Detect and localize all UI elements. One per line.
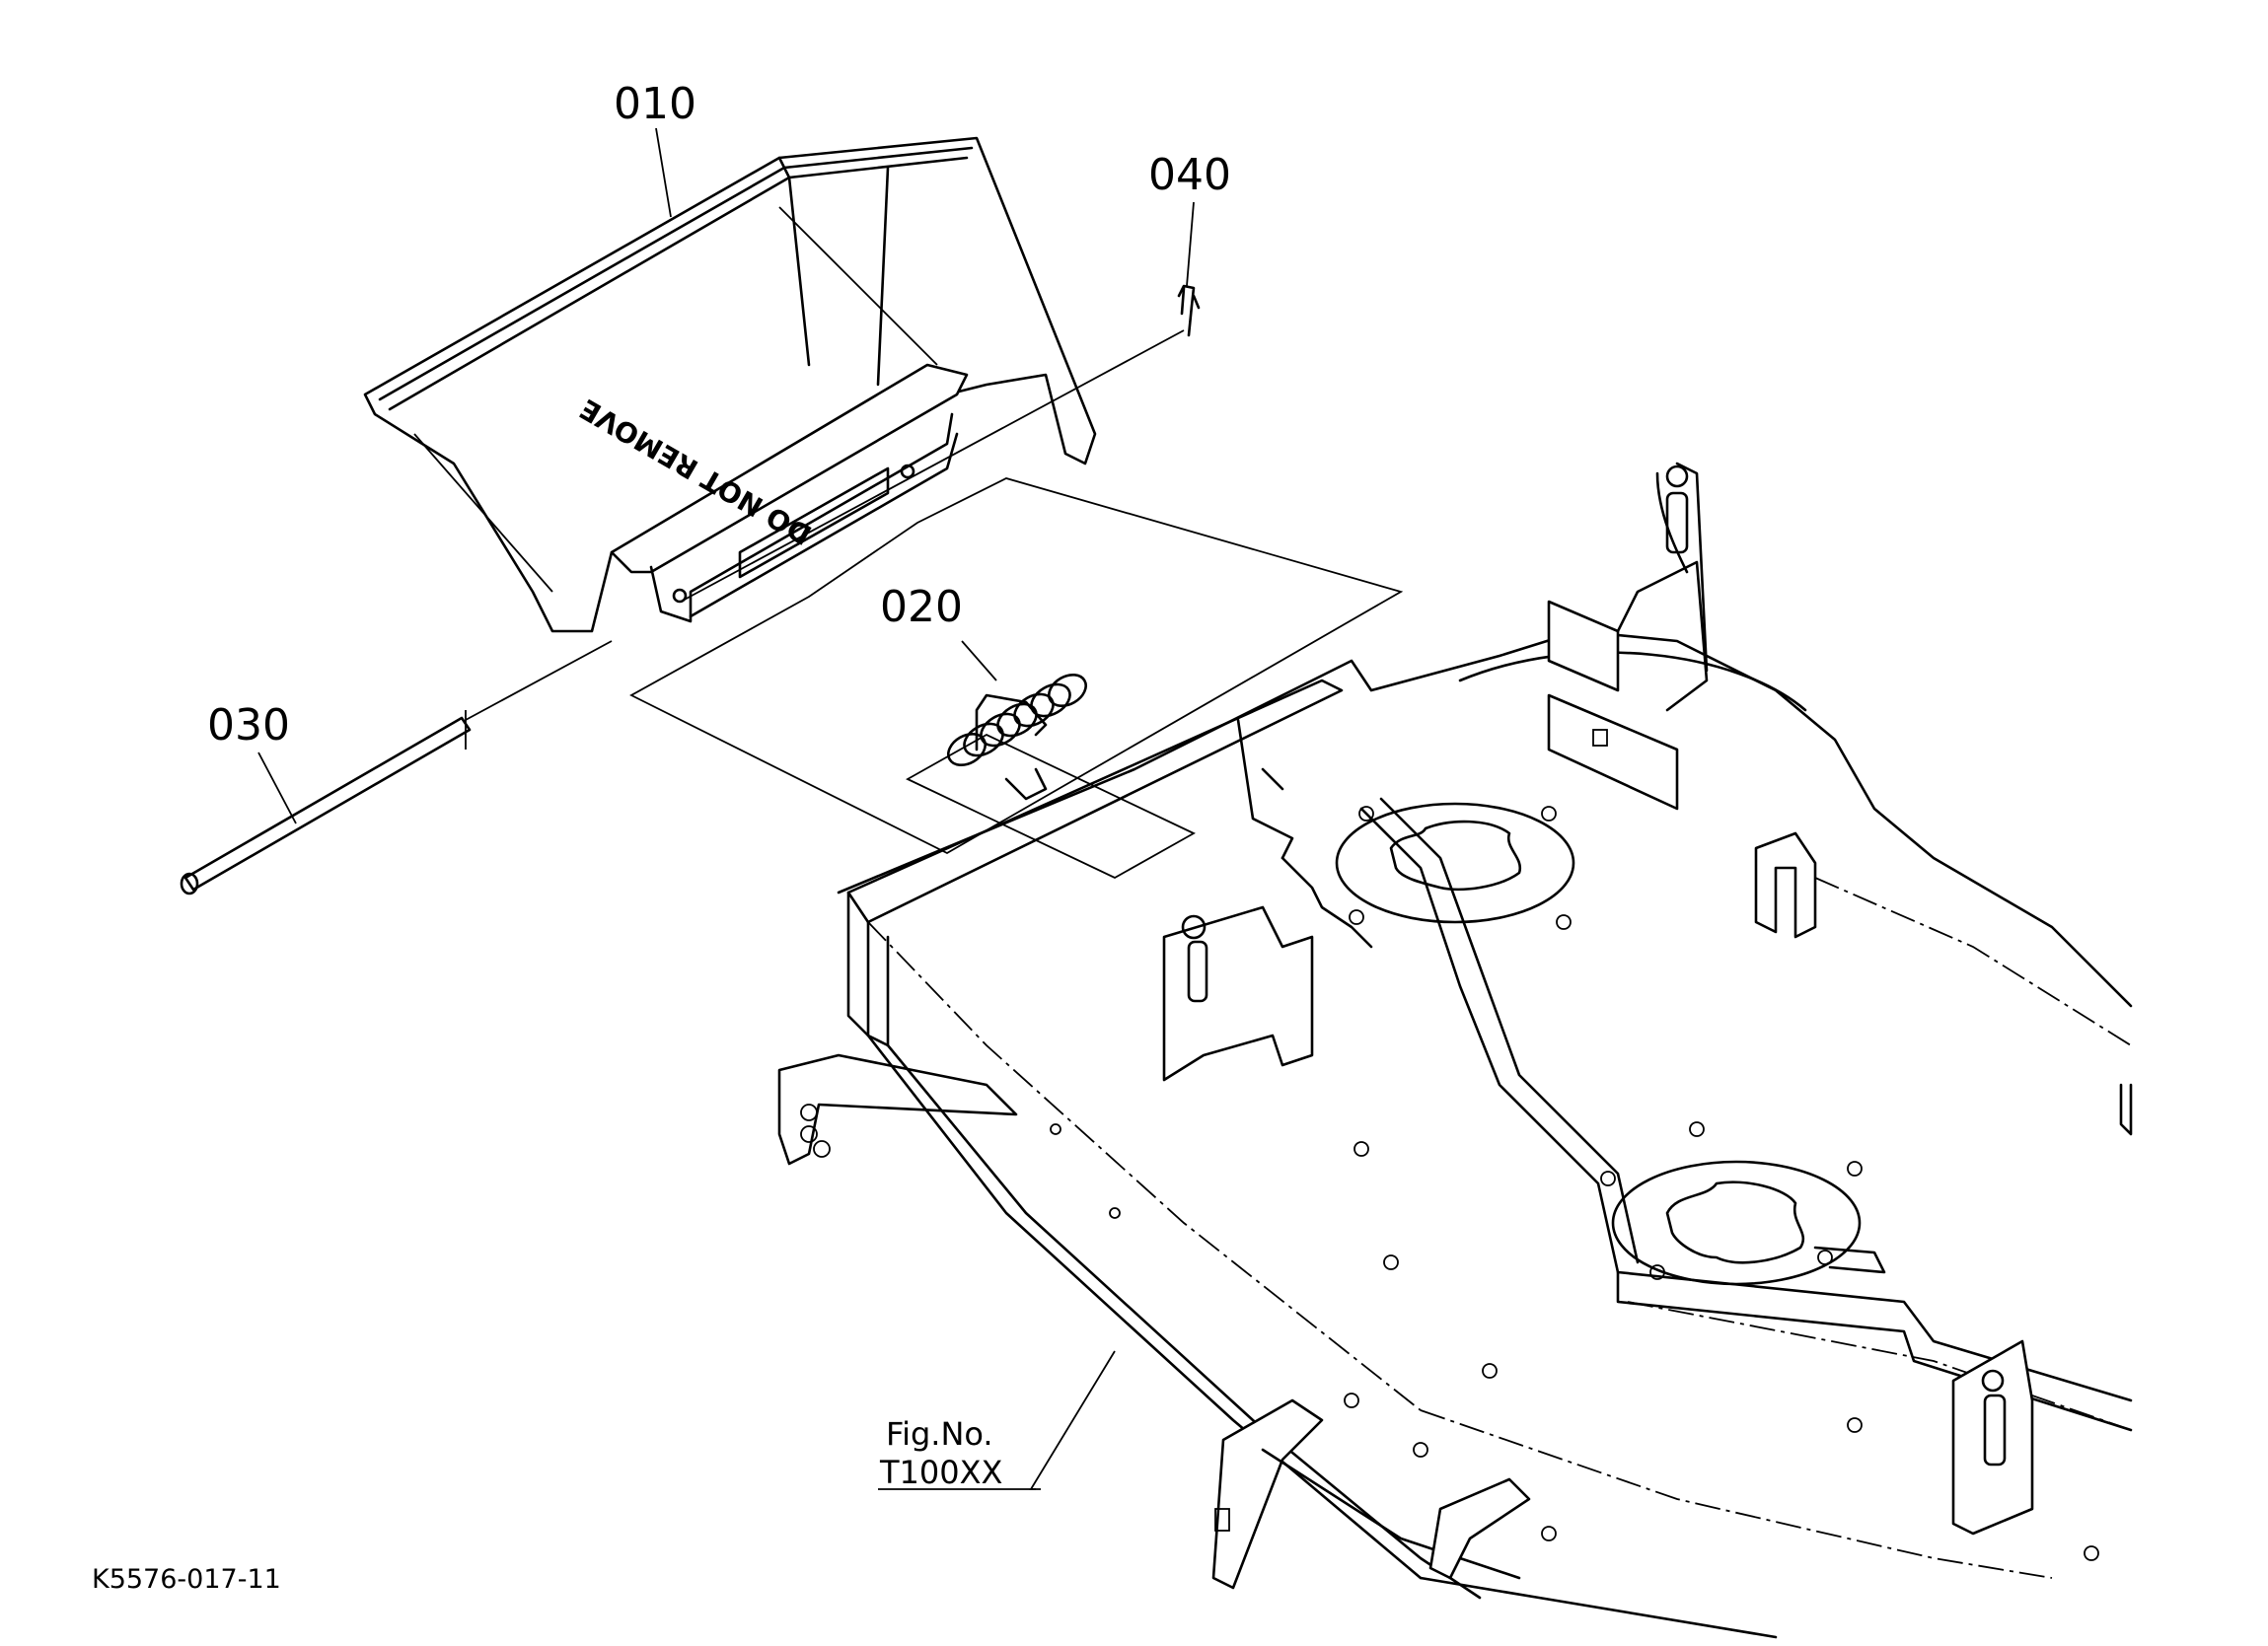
- discharge-chute: DO NOT REMOVE: [363, 136, 1097, 633]
- callout-030: 030: [207, 700, 290, 751]
- callout-leaders: [257, 127, 1195, 1490]
- callout-010: 010: [614, 79, 696, 129]
- deck-holes: [1050, 806, 2099, 1561]
- callout-020: 020: [880, 582, 963, 632]
- callout-040: 040: [1148, 150, 1231, 200]
- spring-020: [906, 673, 1196, 880]
- hinge-plate-outline: [629, 477, 1404, 855]
- figure-ref-label: Fig.No.: [886, 1415, 993, 1453]
- mower-deck: [777, 462, 2133, 1639]
- pin-030: [180, 329, 1185, 895]
- spring-coils: [947, 673, 1087, 767]
- figure-ref-number: T100XX: [879, 1454, 1002, 1491]
- cotter-pin-040: [1177, 284, 1201, 337]
- drawing-code: K5576-017-11: [92, 1564, 281, 1595]
